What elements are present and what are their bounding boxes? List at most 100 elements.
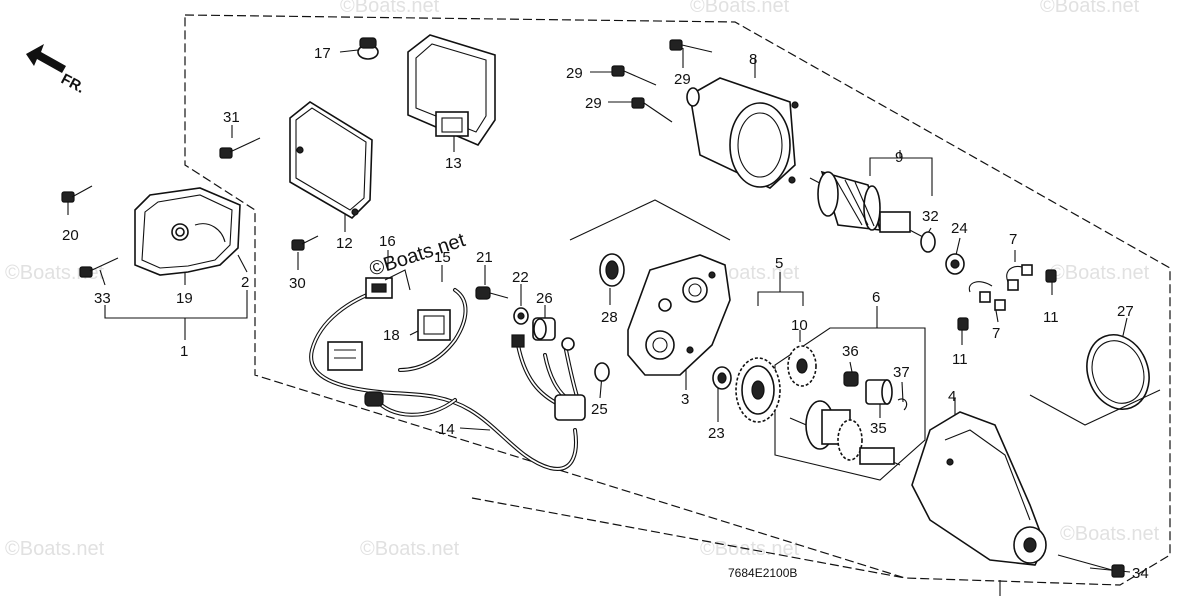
callout-6: 6: [872, 289, 880, 306]
part-19-bracket: [134, 187, 241, 276]
callout-23: 23: [708, 425, 725, 442]
callout-7a: 7: [1009, 231, 1017, 248]
part-9-armature: [809, 170, 926, 239]
watermark-5: ©Boats.net: [700, 538, 800, 560]
callout-10: 10: [791, 317, 808, 334]
callout-27: 27: [1117, 303, 1134, 320]
callout-17: 17: [314, 45, 331, 62]
callout-31: 31: [223, 109, 240, 126]
callout-3: 3: [681, 391, 689, 408]
bracket-28-upper: [569, 199, 731, 241]
assembly-boundary-lower: [471, 497, 906, 579]
part-11-spring-b: [957, 317, 969, 331]
part-10-gear: [787, 345, 817, 387]
bolt-29a-icon: [669, 39, 713, 53]
callout-1: 1: [180, 343, 188, 360]
front-arrow-icon: FR.: [26, 44, 87, 97]
callout-36: 36: [842, 343, 859, 360]
callout-29a: 29: [674, 71, 691, 88]
part-13-case: [407, 34, 496, 146]
watermark-3: ©Boats.net: [360, 538, 460, 560]
callout-7b: 7: [992, 325, 1000, 342]
callout-9: 9: [895, 149, 903, 166]
watermark-8: ©Boats.net: [1040, 0, 1140, 17]
callout-32: 32: [922, 208, 939, 225]
callout-8: 8: [749, 51, 757, 68]
drawing-code: 7684E2100B: [728, 566, 797, 580]
part-25-o-ring: [594, 362, 610, 382]
callout-29b: 29: [566, 65, 583, 82]
watermark-10: ©Boats.net: [340, 0, 440, 17]
leader-lines: [67, 48, 1131, 596]
assembly-boundary: [184, 14, 1171, 586]
part-12-cover: [289, 101, 373, 220]
bolt-29b-icon: [611, 65, 657, 86]
callout-11b: 11: [952, 351, 968, 368]
part-14-terminal-wires: [511, 334, 586, 421]
part-6-pinion-assembly: [789, 400, 901, 466]
callout-30: 30: [289, 275, 306, 292]
part-17-grommet: [357, 37, 379, 60]
callout-22: 22: [512, 269, 529, 286]
bolt-21-icon: [475, 286, 509, 300]
callout-11a: 11: [1043, 309, 1059, 326]
part-8-yoke: [686, 77, 799, 189]
callout-26: 26: [536, 290, 553, 307]
callout-4: 4: [948, 388, 956, 405]
watermark-6: ©Boats.net: [1050, 262, 1150, 284]
callout-labels: 1 2 3 4 5 6 7 7 8 9 10 11 11 12 13 14 15…: [62, 45, 1149, 582]
callout-35: 35: [870, 420, 887, 437]
part-5-gear: [735, 357, 781, 423]
callout-29c: 29: [585, 95, 602, 112]
callout-16: 16: [379, 233, 396, 250]
watermark-9: ©Boats.net: [690, 0, 790, 17]
part-4-front-housing: [911, 411, 1047, 566]
part-32-washer: [920, 231, 936, 253]
part-26-collar: [532, 317, 556, 341]
part-24-washer: [945, 253, 965, 275]
bolt-30-icon: [291, 235, 319, 251]
bolt-34-icon: [1057, 554, 1125, 578]
callout-37: 37: [893, 364, 910, 381]
bolt-33-icon: [79, 257, 119, 278]
callout-24: 24: [951, 220, 968, 237]
part-18-relay: [327, 341, 363, 371]
part-35-collar: [865, 379, 893, 405]
bolt-29c-icon: [631, 97, 673, 123]
part-37-clip: [897, 398, 908, 411]
part-23-washer: [712, 366, 732, 390]
callout-2: 2: [241, 274, 249, 291]
bolt-20-icon: [61, 185, 93, 203]
callout-28: 28: [601, 309, 618, 326]
callout-25: 25: [591, 401, 608, 418]
callout-14: 14: [438, 421, 455, 438]
part-22-washer: [513, 307, 529, 325]
callout-19: 19: [176, 290, 193, 307]
part-3-end-cover: [627, 254, 731, 376]
bracket-1: [104, 290, 248, 319]
part-11-spring-a: [1045, 269, 1057, 283]
part-36-spring: [843, 371, 859, 387]
bolt-31-icon: [219, 137, 261, 159]
callout-12: 12: [336, 235, 353, 252]
callout-21: 21: [476, 249, 493, 266]
watermark-7: ©Boats.net: [1060, 523, 1160, 545]
bracket-9: [869, 157, 933, 196]
bracket-27-lower: [1029, 389, 1161, 426]
part-7-brush-a: [1006, 264, 1033, 291]
callout-34: 34: [1132, 565, 1149, 582]
callout-15: 15: [434, 249, 451, 266]
callout-13: 13: [445, 155, 462, 172]
callout-5: 5: [775, 255, 783, 272]
bracket-5: [757, 291, 804, 306]
bracket-6: [774, 327, 926, 481]
callout-33: 33: [94, 290, 111, 307]
part-28-seal: [599, 253, 625, 287]
callout-20: 20: [62, 227, 79, 244]
part-16-connector: [365, 269, 411, 299]
front-direction-label: FR.: [58, 71, 87, 97]
callout-18: 18: [383, 327, 400, 344]
part-7-brush-b: [968, 281, 1006, 311]
watermark-2: ©Boats.net: [5, 538, 105, 560]
